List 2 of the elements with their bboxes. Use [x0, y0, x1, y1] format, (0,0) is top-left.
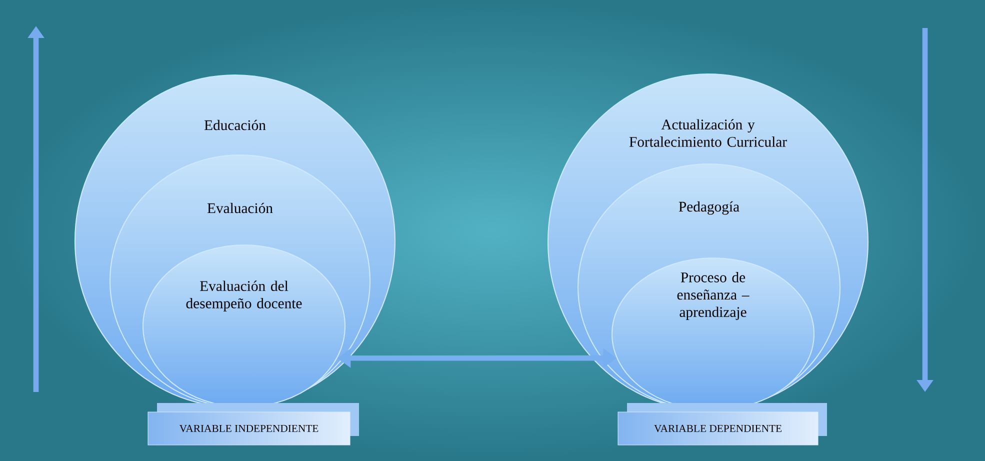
- variable-box: VARIABLE INDEPENDIENTE: [148, 403, 359, 446]
- variable-box: VARIABLE DEPENDIENTE: [618, 403, 827, 446]
